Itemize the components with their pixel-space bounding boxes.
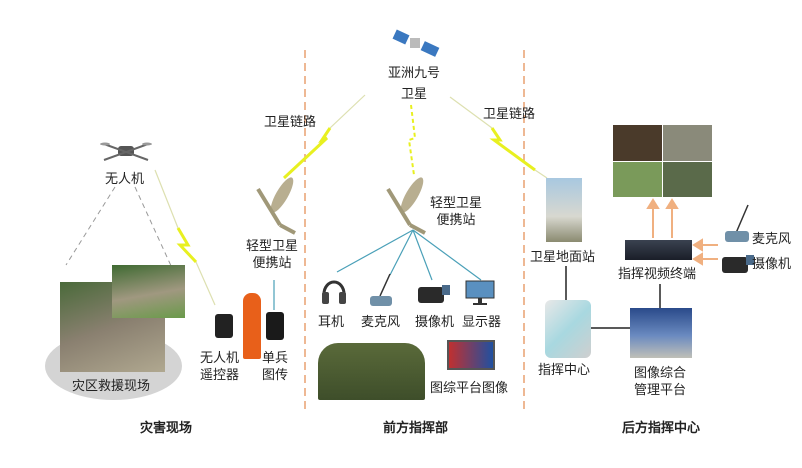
video-terminal-icon [625, 240, 692, 260]
portable-station-label-left: 轻型卫星便携站 [246, 239, 299, 271]
satellite-icon [392, 29, 440, 57]
device-label-monitor: 显示器 [462, 315, 502, 330]
satellite-link-label-left: 卫星链路 [264, 115, 317, 130]
command-tent [318, 343, 425, 400]
ground-station-label: 卫星地面站 [530, 250, 596, 265]
monitor-icon [465, 280, 495, 305]
camcorder-icon [418, 285, 450, 303]
platform-image-display [447, 340, 495, 370]
command-center-label: 指挥中心 [538, 363, 591, 378]
remote-controller-icon [215, 314, 233, 338]
lightning-drone-link [154, 169, 216, 306]
rear-microphone-label: 麦克风 [752, 232, 792, 247]
lightning-center-link [407, 104, 417, 176]
video-wall-collage [613, 125, 712, 197]
rescue-scene-label: 灾区救援现场 [72, 379, 151, 394]
soldier-transmitter-icon [266, 312, 284, 340]
section-title-rear-command: 后方指挥中心 [622, 421, 701, 436]
satellite-label-1: 亚洲九号 [388, 66, 441, 81]
device-label-headphones: 耳机 [318, 315, 345, 330]
lightning-right-link [449, 96, 548, 179]
drone-label: 无人机 [105, 172, 145, 187]
command-center-building [545, 300, 591, 358]
image-platform-label: 图像综合管理平台 [634, 366, 687, 398]
lightning-left-link [282, 94, 366, 180]
video-wall-tile [613, 161, 662, 197]
drone-icon [100, 142, 152, 161]
rescue-photo-2 [112, 265, 185, 318]
portable-station-icon-forward [386, 177, 426, 235]
video-terminal-label: 指挥视频终端 [618, 267, 697, 282]
rear-microphone-icon [725, 204, 749, 242]
rear-camera-label: 摄像机 [752, 257, 792, 272]
portable-station-icon-left [256, 177, 296, 235]
rescuer-icon [243, 293, 261, 359]
headphones-icon [322, 280, 346, 304]
image-platform-photo [630, 308, 692, 358]
video-wall-tile [613, 125, 662, 161]
microphone-icon [370, 273, 392, 306]
device-label-microphone: 麦克风 [361, 315, 401, 330]
satellite-link-label-right: 卫星链路 [483, 107, 536, 122]
satellite-label-2: 卫星 [401, 87, 428, 102]
platform-image-label: 图综平台图像 [430, 381, 509, 396]
ground-station-image [546, 178, 582, 242]
video-wall-tile [663, 125, 712, 161]
section-title-forward-command: 前方指挥部 [383, 421, 449, 436]
portable-station-label-forward: 轻型卫星便携站 [430, 196, 483, 228]
remote-label: 无人机遥控器 [200, 351, 240, 383]
section-title-disaster-site: 灾害现场 [140, 421, 193, 436]
rear-camcorder-icon [722, 255, 754, 273]
soldier-label: 单兵图传 [262, 351, 289, 383]
video-wall-tile [663, 161, 712, 197]
device-label-camera: 摄像机 [415, 315, 455, 330]
